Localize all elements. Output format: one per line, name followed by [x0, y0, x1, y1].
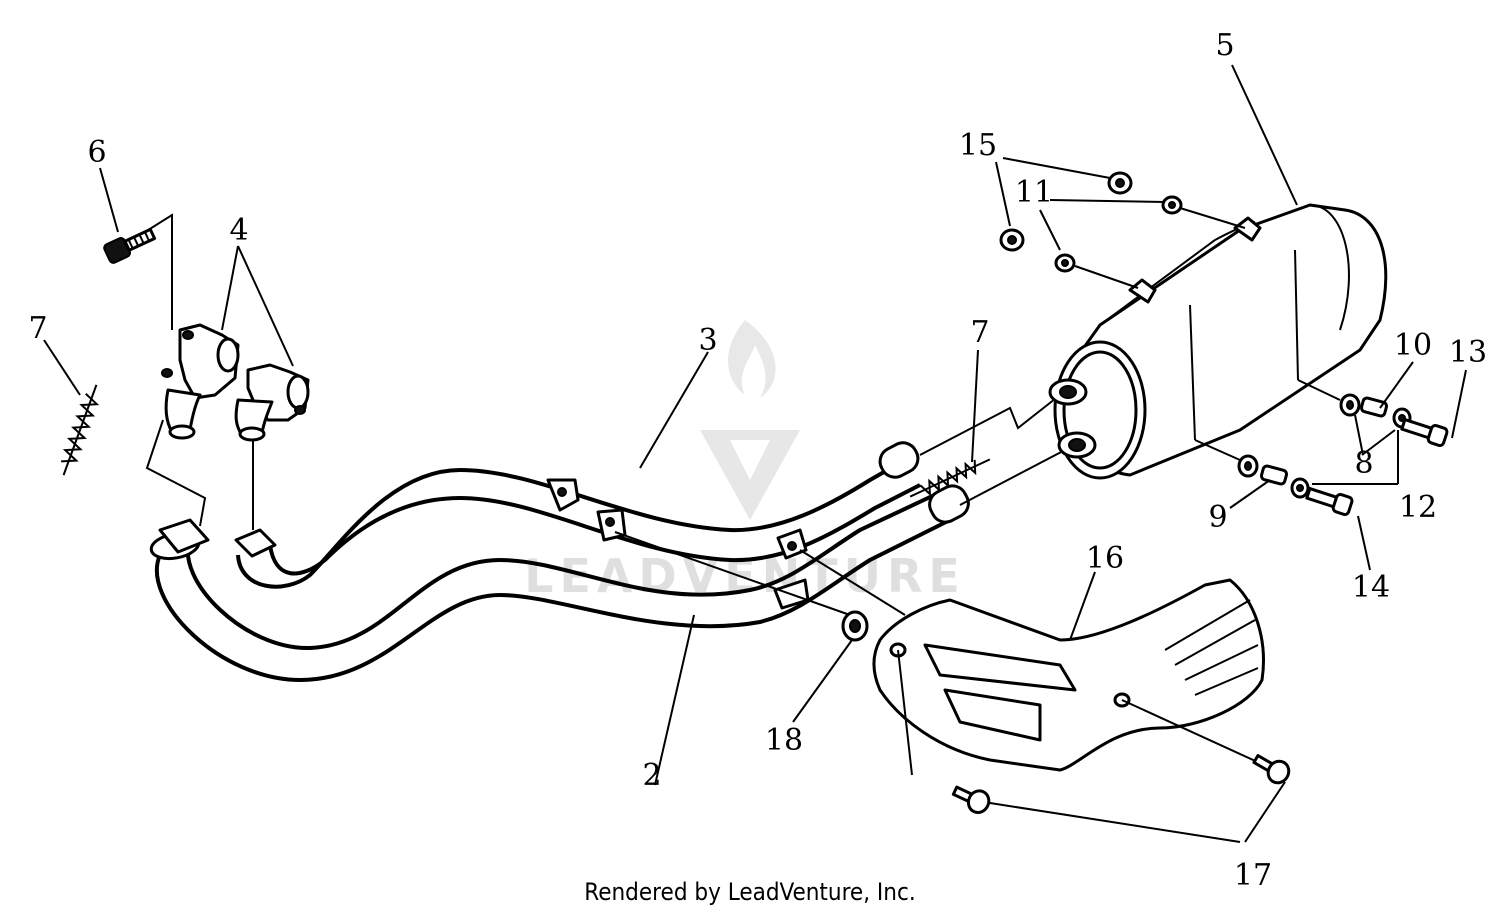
- flange-4-right: [234, 363, 310, 442]
- nuts-15-11: [999, 171, 1183, 273]
- callout-13: 13: [1449, 335, 1487, 370]
- flange-4-left: [161, 323, 240, 440]
- bolt-6: [103, 227, 157, 264]
- callout-18: 18: [765, 723, 803, 758]
- callout-15: 15: [959, 128, 997, 163]
- spring-7-right: [909, 458, 991, 498]
- callout-12: 12: [1399, 490, 1437, 525]
- callout-17: 17: [1234, 858, 1272, 893]
- muffler-5: [1048, 203, 1388, 480]
- callout-9: 9: [1208, 500, 1227, 535]
- footer-credit: Rendered by LeadVenture, Inc.: [584, 878, 915, 906]
- spring-7-left: [61, 384, 100, 476]
- callout-4: 4: [229, 213, 248, 248]
- washer-18: [841, 610, 869, 642]
- callout-2: 2: [642, 758, 661, 793]
- hardware-lower: [1237, 454, 1354, 516]
- callout-11: 11: [1015, 175, 1053, 210]
- callout-8: 8: [1354, 446, 1373, 481]
- callout-7-left: 7: [28, 311, 47, 346]
- callout-labels: 6 4 7 3 7 15 11 5 10 13 8 9 12 14 16 18 …: [28, 28, 1487, 893]
- callout-3: 3: [698, 323, 717, 358]
- heat-shield-16: [872, 578, 1265, 772]
- screws-17: [951, 754, 1291, 815]
- hardware-upper: [1339, 393, 1449, 447]
- callout-10: 10: [1394, 328, 1432, 363]
- callout-14: 14: [1352, 570, 1390, 605]
- callout-6: 6: [87, 135, 106, 170]
- callout-5: 5: [1215, 28, 1234, 63]
- pipe-2: [149, 484, 970, 683]
- callout-7-right: 7: [970, 315, 989, 350]
- callout-16: 16: [1086, 541, 1124, 576]
